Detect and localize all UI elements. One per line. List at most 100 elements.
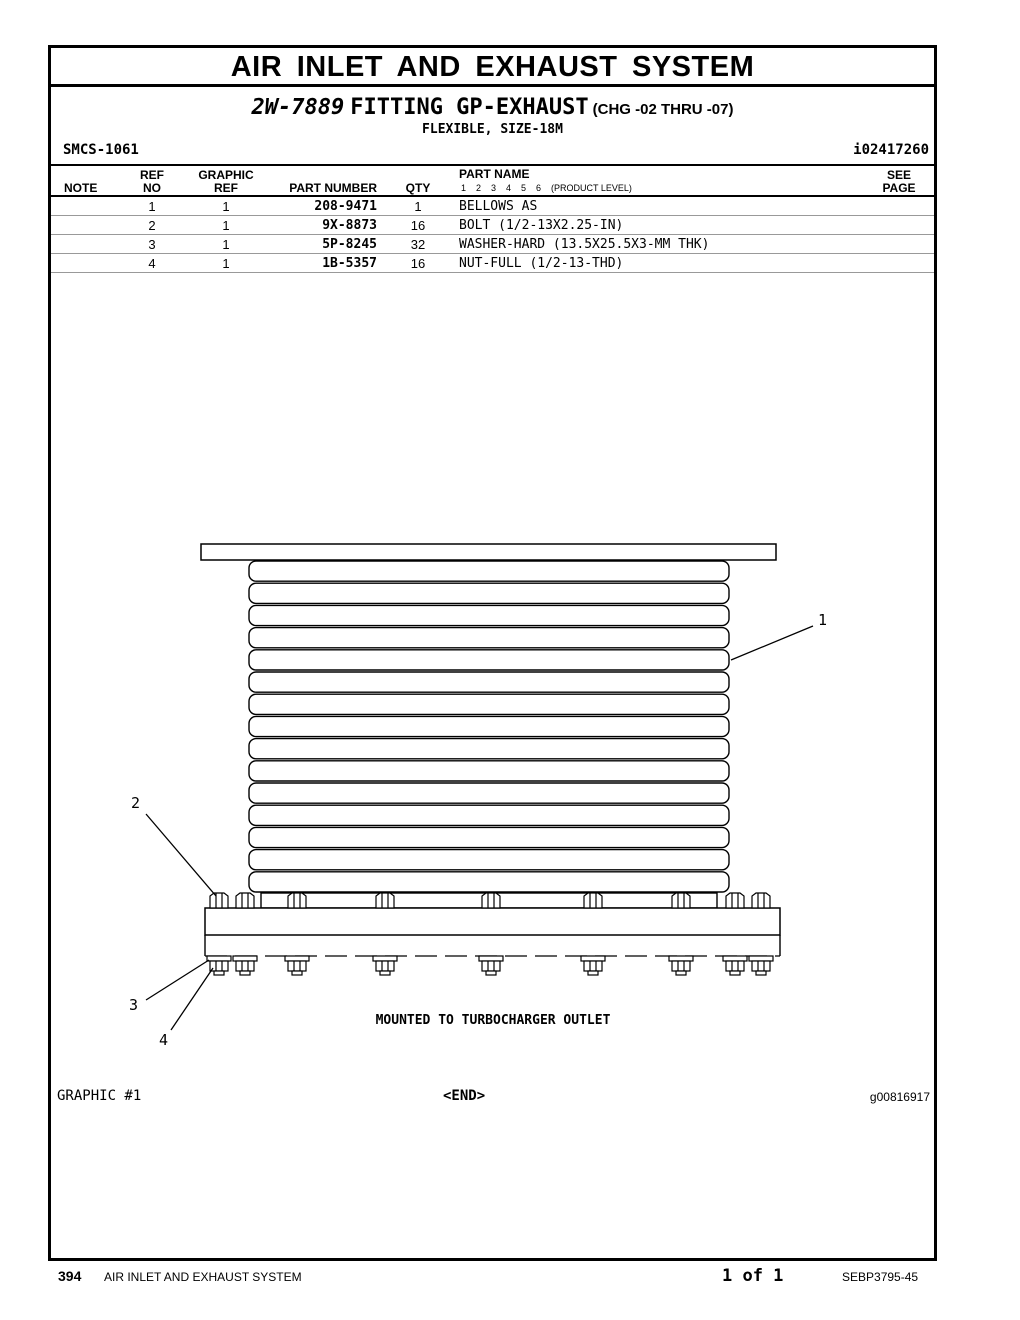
graphic-id: g00816917: [869, 1090, 930, 1104]
bolt-head: [751, 892, 771, 909]
bolt-head: [671, 892, 691, 909]
graphic-label: GRAPHIC #1: [57, 1088, 142, 1104]
exhaust-bellows-drawing: 1 2 3 4 MOUNTED TO TURBOCHARGER OUTLET: [129, 543, 827, 1049]
bellows-convolution: [248, 626, 730, 649]
footer-page-of: 1 of 1: [722, 1266, 784, 1286]
bolt-tip: [379, 970, 391, 976]
parts-table-body: 1 1 208-9471 1 BELLOWS AS 2 1 9X-8873 16…: [51, 197, 934, 273]
washer: [284, 955, 310, 962]
bellows-convolution: [248, 715, 730, 738]
header-see-page-1: SEE: [886, 168, 911, 182]
nut: [671, 960, 691, 972]
header-product-levels: 1 2 3 4 5 6 (PRODUCT LEVEL): [461, 183, 632, 193]
part-number-cell[interactable]: 1B-5357: [322, 256, 377, 271]
bolt-tip: [729, 970, 741, 976]
nut: [725, 960, 745, 972]
nut: [375, 960, 395, 972]
smcs-code: SMCS-1061: [63, 142, 139, 158]
header-qty: QTY: [405, 181, 431, 195]
end-marker: <END>: [443, 1088, 486, 1104]
header-see-page-2: PAGE: [882, 181, 916, 195]
qty-cell: 1: [414, 199, 422, 214]
header-ref-no-2: NO: [143, 181, 161, 195]
page-footer: 394 AIR INLET AND EXHAUST SYSTEM 1 of 1 …: [0, 1266, 1020, 1290]
bolt-head: [209, 892, 229, 909]
top-flange: [200, 543, 777, 561]
header-part-name: PART NAME: [459, 167, 530, 181]
ref-no-cell: 2: [148, 218, 156, 233]
part-number-cell[interactable]: 208-9471: [314, 199, 377, 214]
part-name-cell: BOLT (1/2-13X2.25-IN): [459, 218, 624, 233]
table-row: 2 1 9X-8873 16 BOLT (1/2-13X2.25-IN): [51, 216, 934, 235]
washer: [478, 955, 504, 962]
table-row: 3 1 5P-8245 32 WASHER-HARD (13.5X25.5X3-…: [51, 235, 934, 254]
group-part-number: 2W-7889: [251, 95, 345, 120]
header-graphic-ref-1: GRAPHIC: [198, 168, 254, 182]
bolt-head: [235, 892, 255, 909]
bolt-tip: [675, 970, 687, 976]
nut: [751, 960, 771, 972]
callout-leader-2: [145, 813, 217, 897]
part-name-cell: NUT-FULL (1/2-13-THD): [459, 256, 624, 271]
washer: [748, 955, 774, 962]
ref-no-cell: 1: [148, 199, 156, 214]
qty-cell: 16: [410, 218, 426, 233]
callout-leader-1: [730, 625, 814, 661]
header-graphic-ref-2: REF: [214, 181, 238, 195]
bellows-convolution: [248, 560, 730, 582]
callout-3: 3: [129, 996, 138, 1014]
bolt-tip: [291, 970, 303, 976]
document-ident: i02417260: [853, 142, 929, 158]
bellows-convolution: [248, 737, 730, 760]
bellows-convolution: [248, 826, 730, 849]
callout-leader-3: [145, 959, 210, 1001]
nut: [481, 960, 501, 972]
nut: [583, 960, 603, 972]
washer: [232, 955, 258, 962]
washer: [372, 955, 398, 962]
smcs-row: SMCS-1061 i02417260: [51, 140, 934, 160]
bellows-assembly: [248, 560, 730, 909]
bolt-head: [725, 892, 745, 909]
footer-section-title: AIR INLET AND EXHAUST SYSTEM: [104, 1270, 302, 1284]
graphic-ref-cell: 1: [222, 256, 230, 271]
bellows-convolution: [248, 649, 730, 671]
callout-leader-4: [170, 967, 214, 1031]
ref-no-cell: 3: [148, 237, 156, 252]
nut: [235, 960, 255, 972]
callout-2: 2: [131, 794, 140, 812]
qty-cell: 16: [410, 256, 426, 271]
ref-no-cell: 4: [148, 256, 156, 271]
bolt-row: [206, 892, 774, 976]
header-part-number: PART NUMBER: [289, 181, 377, 195]
qty-cell: 32: [410, 237, 426, 252]
footer-page-number: 394: [58, 1268, 82, 1284]
part-description: FLEXIBLE, SIZE-18M: [422, 122, 563, 137]
footer-document-id: SEBP3795-45: [842, 1270, 919, 1284]
bolt-head: [481, 892, 501, 909]
change-note: (CHG -02 THRU -07): [592, 101, 734, 118]
bolt-tip: [755, 970, 767, 976]
parts-table-header: NOTE REF NO GRAPHIC REF PART NUMBER QTY …: [51, 164, 934, 197]
bolt-head: [583, 892, 603, 909]
part-name-cell: WASHER-HARD (13.5X25.5X3-MM THK): [459, 237, 710, 252]
bellows-convolution: [248, 693, 730, 716]
table-row: 4 1 1B-5357 16 NUT-FULL (1/2-13-THD): [51, 254, 934, 273]
part-number-cell[interactable]: 9X-8873: [322, 218, 377, 233]
callout-1: 1: [818, 611, 827, 629]
table-row: 1 1 208-9471 1 BELLOWS AS: [51, 197, 934, 216]
washer: [580, 955, 606, 962]
bolt-tip: [587, 970, 599, 976]
part-number-cell[interactable]: 5P-8245: [322, 237, 377, 252]
bellows-convolution: [248, 604, 730, 627]
bellows-convolution: [248, 848, 730, 871]
header-note: NOTE: [64, 181, 98, 195]
bellows-convolution: [248, 804, 730, 827]
bottom-flange: [204, 907, 781, 936]
bellows-convolution: [248, 760, 730, 782]
washer: [206, 955, 232, 962]
bolt-tip: [239, 970, 251, 976]
bolt-head: [375, 892, 395, 909]
